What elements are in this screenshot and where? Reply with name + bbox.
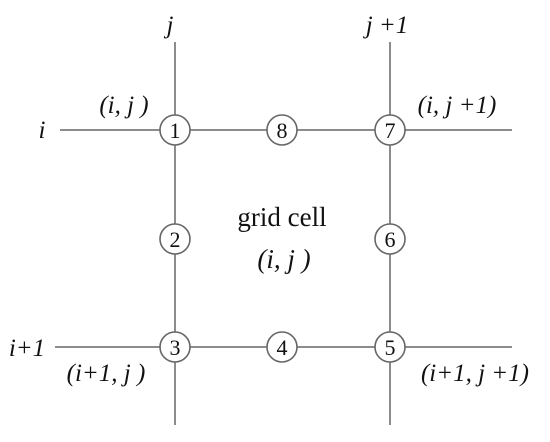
node-7-circle xyxy=(374,114,406,146)
node-4-label: 4 xyxy=(277,335,288,360)
axis-label-i-plus-1: i+1 xyxy=(9,335,45,362)
node-8-label: 8 xyxy=(277,118,288,143)
node-7-label: 7 xyxy=(385,118,396,143)
node-6: 6 xyxy=(374,223,406,255)
node-8: 8 xyxy=(266,114,298,146)
node-2-circle xyxy=(159,223,191,255)
corner-label-top-left: (i, j ) xyxy=(99,92,148,119)
axis-label-i: i xyxy=(39,117,46,144)
node-5: 5 xyxy=(374,331,406,363)
node-1-label: 1 xyxy=(170,118,181,143)
node-3: 3 xyxy=(159,331,191,363)
cell-title: grid cell xyxy=(237,202,326,232)
corner-label-top-right: (i, j +1) xyxy=(418,92,497,119)
node-5-circle xyxy=(374,331,406,363)
node-3-label: 3 xyxy=(170,335,181,360)
corner-label-bottom-right: (i+1, j +1) xyxy=(421,360,529,387)
corner-label-bottom-left: (i+1, j ) xyxy=(67,360,146,387)
node-2-label: 2 xyxy=(170,227,181,252)
node-2: 2 xyxy=(159,223,191,255)
node-5-label: 5 xyxy=(385,335,396,360)
axis-label-j-plus-1: j +1 xyxy=(363,12,409,39)
node-1: 1 xyxy=(159,114,191,146)
node-6-circle xyxy=(374,223,406,255)
cell-subtitle: (i, j ) xyxy=(257,244,310,274)
node-6-label: 6 xyxy=(385,227,396,252)
node-4-circle xyxy=(266,331,298,363)
node-3-circle xyxy=(159,331,191,363)
axis-label-j: j xyxy=(164,12,174,39)
node-7: 7 xyxy=(374,114,406,146)
node-4: 4 xyxy=(266,331,298,363)
node-1-circle xyxy=(159,114,191,146)
node-8-circle xyxy=(266,114,298,146)
